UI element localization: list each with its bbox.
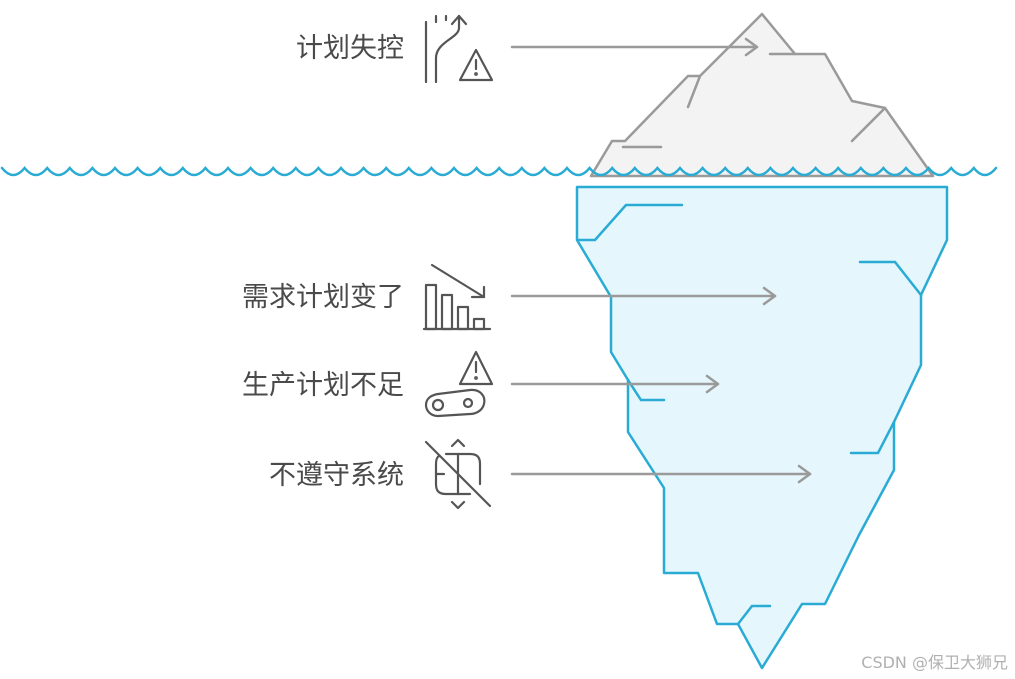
row-production-plan-insufficient: 生产计划不足	[242, 350, 720, 418]
iceberg-tip	[589, 12, 935, 178]
iceberg-tip-cracks	[621, 52, 887, 149]
water-line	[0, 166, 998, 177]
arrow-to-underwater-3	[510, 464, 812, 484]
label-plan-out-of-control: 计划失控	[296, 33, 404, 64]
route-warning-icon	[424, 14, 494, 84]
label-demand-plan-changed: 需求计划变了	[242, 282, 404, 313]
iceberg-cracks	[576, 203, 923, 626]
label-production-plan-insufficient: 生产计划不足	[242, 370, 404, 401]
label-not-following-system: 不遵守系统	[269, 460, 404, 491]
row-plan-out-of-control: 计划失控	[296, 14, 759, 84]
arrow-to-underwater-1	[510, 286, 777, 306]
row-not-following-system: 不遵守系统	[269, 438, 812, 510]
system-disabled-icon	[424, 438, 492, 510]
arrow-to-tip	[510, 37, 759, 57]
arrow-to-underwater-2	[510, 374, 720, 394]
watermark: CSDN @保卫大狮兄	[861, 653, 1008, 672]
iceberg-underwater	[575, 185, 949, 670]
declining-bar-chart-icon	[422, 263, 492, 331]
row-demand-plan-changed: 需求计划变了	[242, 263, 777, 331]
conveyor-warning-icon	[424, 350, 494, 418]
